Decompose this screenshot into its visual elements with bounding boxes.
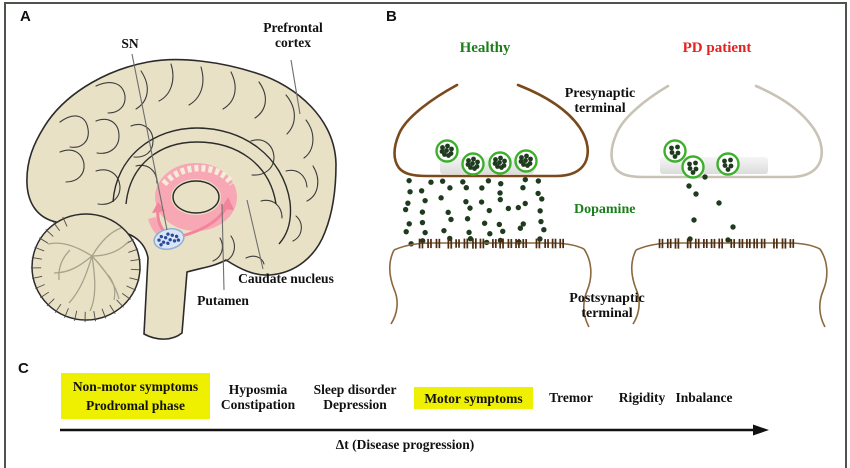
brain-sagittal-illustration xyxy=(26,53,337,340)
cortical-gyri-lines xyxy=(59,63,319,265)
label-pointer-lines xyxy=(131,53,301,291)
basal-ganglia-pink-ring xyxy=(148,163,237,243)
healthy-synapse xyxy=(389,83,592,328)
putamen-pointer-line xyxy=(221,203,225,291)
substantia-nigra xyxy=(153,227,185,251)
healthy-presynaptic-membrane xyxy=(393,83,590,178)
caudate-pointer-line xyxy=(246,199,264,270)
pd-synapse xyxy=(610,84,828,328)
pd-postsynaptic-membrane xyxy=(631,242,828,328)
pd-dopamine-receptors xyxy=(658,238,795,249)
pd-presynaptic-membrane xyxy=(610,84,824,179)
pd-dopamine-dots xyxy=(686,174,736,243)
healthy-dopamine-cloud xyxy=(402,176,547,247)
thalamus-ellipse xyxy=(172,180,220,214)
cerebellum-branches xyxy=(47,227,130,312)
striation-band xyxy=(161,165,235,187)
disease-progression-arrow xyxy=(60,424,769,436)
corpus-callosum-arcs xyxy=(112,127,292,245)
cerebellum-rim-hatching xyxy=(30,216,142,323)
healthy-postsynaptic-membrane xyxy=(389,242,592,328)
sn-neuron-dots xyxy=(157,232,181,247)
healthy-vesicles xyxy=(435,139,538,176)
sn-pointer-line xyxy=(131,53,168,231)
healthy-dopamine-receptors xyxy=(418,238,564,249)
cerebellum xyxy=(31,213,141,321)
pd-vesicles xyxy=(663,139,740,179)
prefrontal-pointer-line xyxy=(290,59,301,115)
